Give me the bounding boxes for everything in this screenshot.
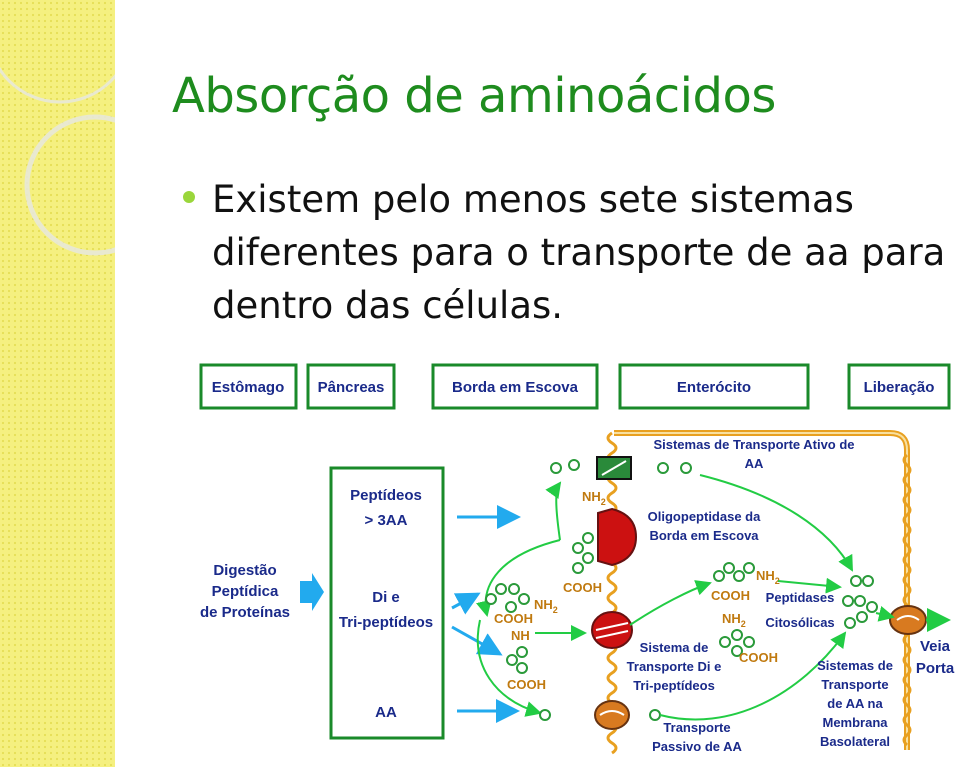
basolateral-system-label: Sistemas de Transporte de AA na Membrana… xyxy=(817,658,893,749)
svg-text:Transporte Di e: Transporte Di e xyxy=(627,659,722,674)
amino-acid-molecules xyxy=(485,459,878,721)
digestao-label: Digestão Peptídica de Proteínas xyxy=(200,562,290,621)
di-tri-label: Di e Tri-peptídeos xyxy=(339,589,433,631)
flow-arrow xyxy=(451,625,503,656)
stage-label: Estômago xyxy=(212,379,285,396)
passive-transporter-icon xyxy=(594,700,630,730)
peptidases-label: Peptidases Citosólicas xyxy=(765,590,834,630)
svg-text:COOH: COOH xyxy=(711,588,750,603)
svg-text:NH2: NH2 xyxy=(582,489,606,507)
flow-arrow xyxy=(777,577,842,594)
decorative-ring xyxy=(0,66,115,104)
bullet-text: Existem pelo menos sete sistemas diferen… xyxy=(212,178,946,327)
veia-porta-label: Veia Porta xyxy=(916,638,955,677)
svg-text:COOH: COOH xyxy=(507,677,546,692)
di-tri-transporter-icon xyxy=(591,611,633,649)
digestion-arrow xyxy=(300,573,324,611)
stage-estomago: Estômago xyxy=(199,363,298,410)
aa-label: AA xyxy=(375,704,397,721)
di-tri-system-label: Sistema de Transporte Di e Tri-peptídeos xyxy=(627,640,722,693)
svg-text:Oligopeptidase da: Oligopeptidase da xyxy=(648,509,761,524)
svg-text:Transporte: Transporte xyxy=(821,677,888,692)
basolateral-transporter-icon xyxy=(889,605,927,635)
flow-arrow xyxy=(629,580,712,626)
flow-arrow xyxy=(699,474,853,572)
flow-arrow xyxy=(659,631,847,721)
svg-text:Passivo de AA: Passivo de AA xyxy=(652,739,742,754)
svg-text:Veia: Veia xyxy=(920,638,951,655)
svg-text:Peptídica: Peptídica xyxy=(212,583,279,600)
svg-text:Tri-peptídeos: Tri-peptídeos xyxy=(339,614,433,631)
passive-transport-label: Transporte Passivo de AA xyxy=(652,720,742,754)
decorative-ring xyxy=(24,114,115,256)
stage-enterocito: Enterócito xyxy=(618,363,810,410)
svg-text:Peptídeos: Peptídeos xyxy=(350,487,422,504)
stage-borda: Borda em Escova xyxy=(431,363,599,410)
absorption-diagram: Estômago Pâncreas Borda em Escova Enteró… xyxy=(199,363,955,755)
basolateral-membrane xyxy=(902,453,912,747)
active-transport-label: Sistemas de Transporte Ativo de AA xyxy=(653,437,854,471)
svg-text:AA: AA xyxy=(745,456,764,471)
svg-text:Transporte: Transporte xyxy=(663,720,730,735)
svg-text:> 3AA: > 3AA xyxy=(365,512,408,529)
svg-text:Citosólicas: Citosólicas xyxy=(765,615,834,630)
svg-text:Digestão: Digestão xyxy=(213,562,276,579)
svg-text:Sistemas de Transporte Ativo d: Sistemas de Transporte Ativo de xyxy=(653,437,854,452)
bullet-icon xyxy=(183,191,195,203)
svg-text:COOH: COOH xyxy=(494,611,533,626)
stage-liberacao: Liberação xyxy=(847,363,951,410)
svg-text:de Proteínas: de Proteínas xyxy=(200,604,290,621)
svg-text:Sistemas de: Sistemas de xyxy=(817,658,893,673)
svg-text:Basolateral: Basolateral xyxy=(820,734,890,749)
flow-arrow xyxy=(875,606,895,622)
brush-border xyxy=(606,431,618,755)
svg-text:Membrana: Membrana xyxy=(822,715,888,730)
flow-arrow xyxy=(476,619,542,717)
flow-arrow xyxy=(451,592,481,615)
svg-text:NH2: NH2 xyxy=(534,597,558,615)
page-title: Absorção de aminoácidos xyxy=(172,68,776,124)
oligopeptidase-label: Oligopeptidase da Borda em Escova xyxy=(648,509,761,543)
svg-text:NH: NH xyxy=(511,628,530,643)
svg-text:de AA na: de AA na xyxy=(827,696,883,711)
stage-label: Borda em Escova xyxy=(452,379,579,396)
svg-text:Porta: Porta xyxy=(916,660,955,677)
flow-arrow xyxy=(476,539,561,617)
svg-text:Tri-peptídeos: Tri-peptídeos xyxy=(633,678,715,693)
svg-text:Peptidases: Peptidases xyxy=(766,590,835,605)
flow-arrow xyxy=(545,481,562,541)
peptideos-label: Peptídeos > 3AA xyxy=(350,487,422,529)
svg-text:Sistema de: Sistema de xyxy=(640,640,709,655)
svg-text:Borda em Escova: Borda em Escova xyxy=(649,528,759,543)
svg-text:NH2: NH2 xyxy=(722,611,746,629)
stage-label: Pâncreas xyxy=(318,379,385,396)
products-box xyxy=(329,466,445,740)
oligopeptidase-icon xyxy=(597,507,638,567)
stage-label: Enterócito xyxy=(677,379,751,396)
decorative-sidebar xyxy=(0,0,115,767)
svg-text:COOH: COOH xyxy=(739,650,778,665)
svg-text:Di e: Di e xyxy=(372,589,400,606)
stage-label: Liberação xyxy=(864,379,935,396)
stage-pancreas: Pâncreas xyxy=(306,363,396,410)
svg-text:NH2: NH2 xyxy=(756,568,780,586)
enterocyte-border xyxy=(614,432,908,750)
svg-text:COOH: COOH xyxy=(563,580,602,595)
chemical-labels: NH2 COOH NH2 COOH NH COOH NH2 COOH NH2 C… xyxy=(494,489,780,692)
